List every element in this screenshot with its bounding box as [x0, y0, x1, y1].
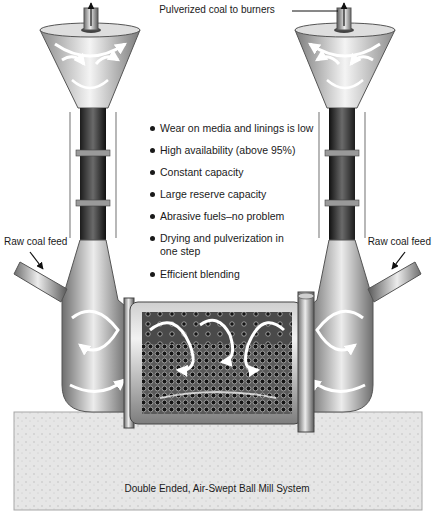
bullet-item: Constant capacity: [150, 166, 325, 179]
bullet-dot: [150, 214, 155, 219]
bullet-dot: [150, 236, 155, 241]
bullet-item: Abrasive fuels–no problem: [150, 210, 325, 223]
bullet-item: Drying and pulverization in one step: [150, 232, 300, 258]
concrete-base: [14, 412, 422, 510]
bullet-dot: [150, 126, 155, 131]
bullet-dot: [150, 148, 155, 153]
feature-text: Abrasive fuels–no problem: [160, 210, 325, 223]
feed-label: Raw coal feed: [351, 236, 431, 248]
bullet-dot: [150, 170, 155, 175]
feature-text: Constant capacity: [160, 166, 325, 179]
flow-label: Pulverized coal to burners: [142, 4, 292, 16]
feature-text: Efficient blending: [160, 268, 325, 281]
bullet-item: High availability (above 95%): [150, 144, 325, 157]
bullet-item: Wear on media and linings is low: [150, 122, 325, 135]
mill-drum: [124, 292, 314, 432]
bullet-dot: [150, 192, 155, 197]
classifier-left: [14, 3, 140, 412]
feature-text: High availability (above 95%): [160, 144, 325, 157]
feature-text: Drying and pulverization in one step: [160, 232, 300, 258]
feature-text: Large reserve capacity: [160, 188, 325, 201]
feed-label: Raw coal feed: [4, 236, 84, 248]
bullet-item: Efficient blending: [150, 268, 325, 281]
feature-text: Wear on media and linings is low: [160, 122, 325, 135]
leader-line: [292, 11, 338, 12]
bullet-dot: [150, 272, 155, 277]
bullet-item: Large reserve capacity: [150, 188, 325, 201]
caption-label: Double Ended, Air-Swept Ball Mill System: [97, 483, 337, 495]
